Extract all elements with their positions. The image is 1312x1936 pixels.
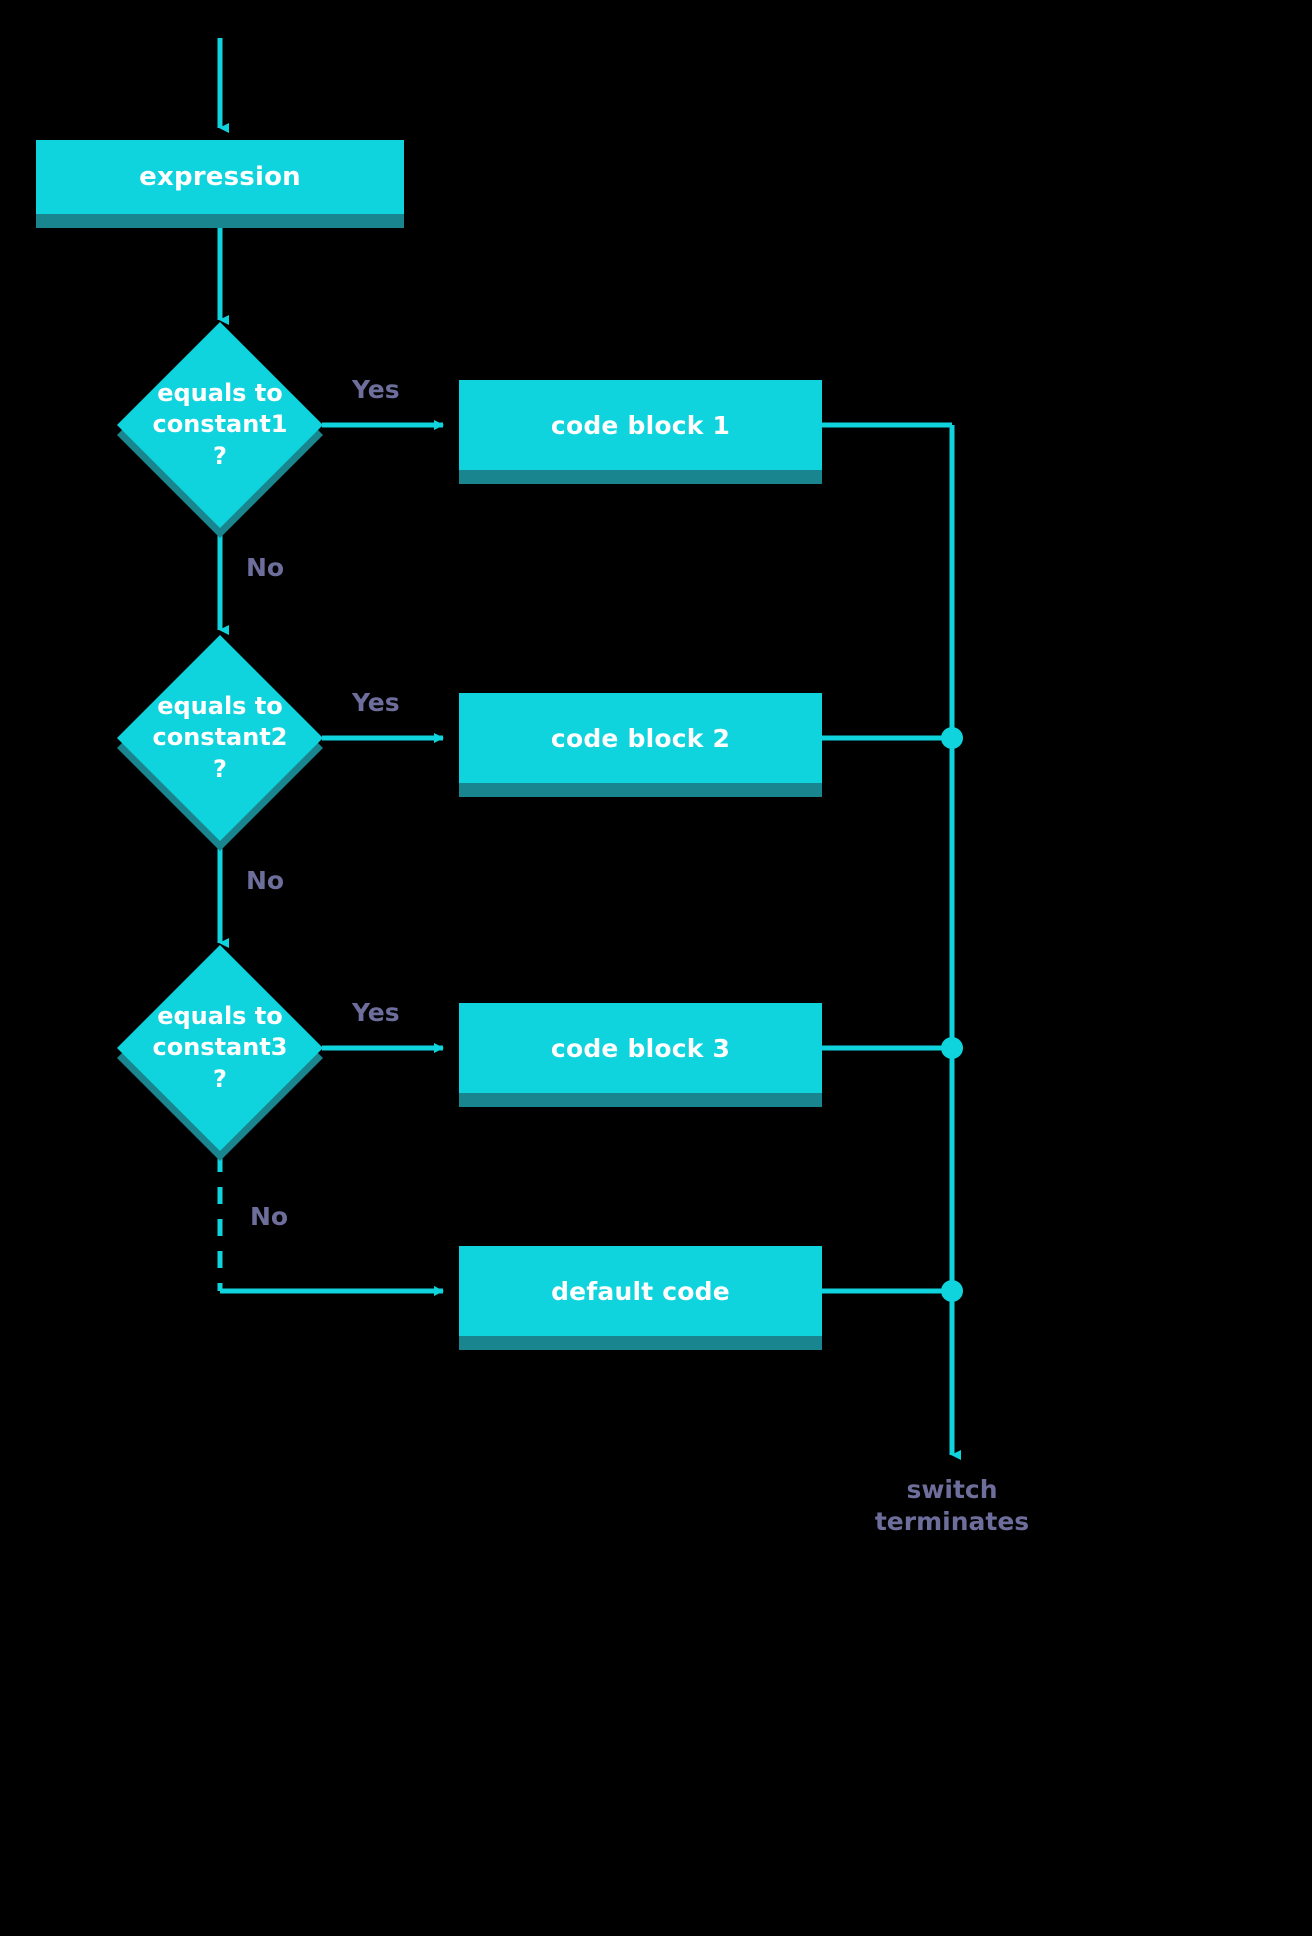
- node-decision-constant3[interactable]: equals to constant3 ?: [117, 945, 323, 1161]
- node-code-block-2-label: code block 2: [550, 723, 731, 753]
- node-switch-terminates: switch terminates: [874, 1475, 1030, 1536]
- node-decision1-label: equals to constant1 ?: [152, 379, 288, 470]
- edge-label-yes-1: Yes: [352, 375, 400, 404]
- edge-label-yes-3: Yes: [352, 998, 400, 1027]
- junction-dot-default: [941, 1280, 963, 1302]
- edge-label-no-2: No: [246, 866, 285, 895]
- edge-label-yes-2: Yes: [352, 688, 400, 717]
- junction-dot-block2: [941, 727, 963, 749]
- node-code-block-2[interactable]: code block 2: [459, 693, 822, 783]
- node-code-block-1-label: code block 1: [550, 410, 731, 440]
- node-expression[interactable]: expression: [36, 140, 404, 214]
- node-decision-constant1[interactable]: equals to constant1 ?: [117, 322, 323, 538]
- node-code-block-3-label: code block 3: [550, 1033, 731, 1063]
- junction-dot-block3: [941, 1037, 963, 1059]
- node-expression-label: expression: [139, 162, 301, 192]
- node-code-block-3[interactable]: code block 3: [459, 1003, 822, 1093]
- node-default-code[interactable]: default code: [459, 1246, 822, 1336]
- node-decision-constant2[interactable]: equals to constant2 ?: [117, 635, 323, 851]
- node-default-code-label: default code: [551, 1276, 730, 1306]
- node-decision3-label: equals to constant3 ?: [152, 1002, 288, 1093]
- node-code-block-1[interactable]: code block 1: [459, 380, 822, 470]
- edge-label-no-3: No: [250, 1202, 289, 1231]
- edge-label-no-1: No: [246, 553, 285, 582]
- node-decision2-label: equals to constant2 ?: [152, 692, 288, 783]
